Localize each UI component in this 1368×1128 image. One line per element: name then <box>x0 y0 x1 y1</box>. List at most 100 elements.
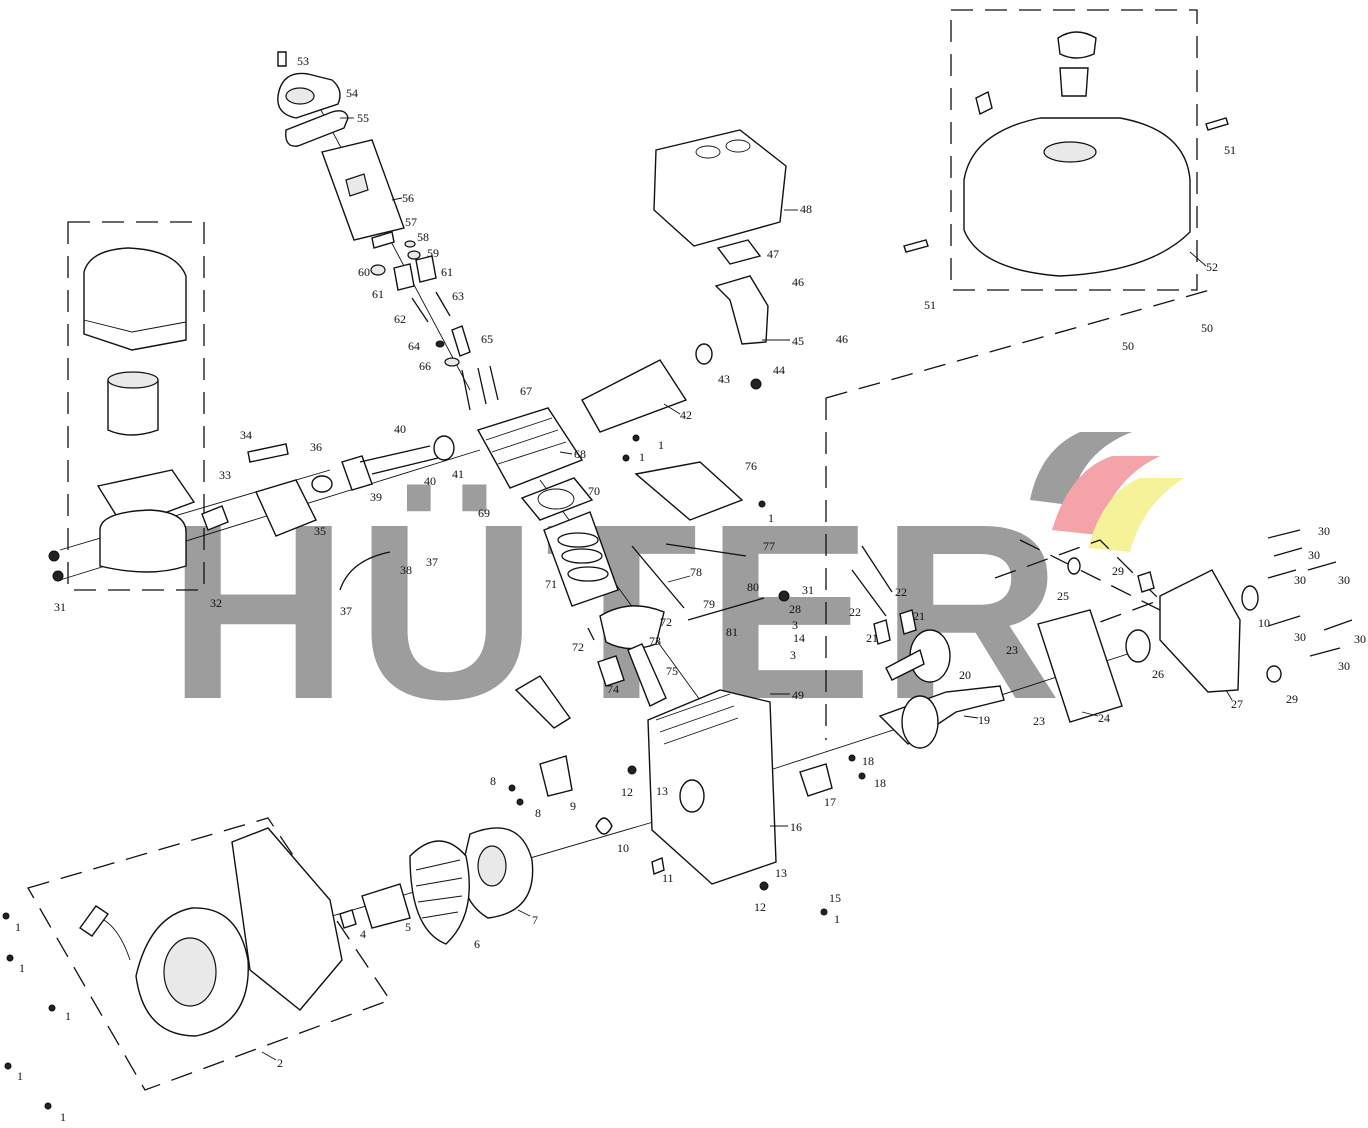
leader-2 <box>261 1051 277 1061</box>
label-2: 2 <box>277 1056 283 1070</box>
insulator <box>341 455 373 491</box>
label-8b: 8 <box>535 806 541 820</box>
label-73: 73 <box>649 634 661 648</box>
screw-1d <box>820 908 828 916</box>
valve-spring-left <box>393 263 415 291</box>
label-50b: 50 <box>1122 339 1134 353</box>
label-3a: 3 <box>792 618 798 632</box>
carburetor-gasket <box>201 505 229 531</box>
fuel-filter <box>1059 67 1089 97</box>
label-24: 24 <box>1098 711 1110 725</box>
fuel-cap <box>1057 31 1097 59</box>
label-46a: 46 <box>792 275 804 289</box>
label-19: 19 <box>978 713 990 727</box>
label-50a: 50 <box>1201 321 1213 335</box>
air-filter-group-box <box>67 221 205 591</box>
label-65: 65 <box>481 332 493 346</box>
cover-bolts <box>1267 529 1353 657</box>
ignition-coil <box>539 755 573 797</box>
heat-shield <box>581 359 688 433</box>
label-43: 43 <box>718 372 730 386</box>
muffler-cover <box>653 129 787 247</box>
rocker-arm <box>345 173 369 197</box>
intake-studs <box>359 445 439 475</box>
label-25: 25 <box>1057 589 1069 603</box>
muffler-bracket <box>714 275 769 345</box>
label-33: 33 <box>219 468 231 482</box>
fuel-tank <box>963 117 1191 277</box>
screw-1b <box>622 454 630 462</box>
label-5: 5 <box>405 920 411 934</box>
oil-fill-plug <box>1137 571 1155 593</box>
label-31b: 31 <box>802 583 814 597</box>
label-30a: 30 <box>1318 524 1330 538</box>
label-55: 55 <box>357 111 369 125</box>
label-30c: 30 <box>1294 573 1306 587</box>
screw-1h <box>4 1062 12 1070</box>
leader-56 <box>391 197 403 201</box>
engine-group-outline <box>825 289 1211 740</box>
fuel-line <box>339 551 391 591</box>
exhaust-valve <box>435 291 451 317</box>
label-71: 71 <box>545 577 557 591</box>
label-1d: 1 <box>834 912 840 926</box>
label-54: 54 <box>346 86 358 100</box>
label-75: 75 <box>666 664 678 678</box>
starter-rope <box>103 919 131 961</box>
label-68: 68 <box>574 447 586 461</box>
leader-68 <box>559 451 573 455</box>
label-37b: 37 <box>340 604 352 618</box>
label-47: 47 <box>767 247 779 261</box>
crankcase-cover <box>1159 569 1241 693</box>
label-10b: 10 <box>617 841 629 855</box>
valve-stem-cap <box>435 340 445 348</box>
label-38: 38 <box>400 563 412 577</box>
valve-seal <box>370 264 386 276</box>
label-78: 78 <box>690 565 702 579</box>
label-8a: 8 <box>490 774 496 788</box>
intake-port-ring <box>433 435 455 461</box>
oil-drain-plug <box>651 857 665 875</box>
governor-spring <box>665 543 747 557</box>
spark-plug <box>451 325 471 357</box>
muffler-gasket <box>716 239 762 265</box>
label-58: 58 <box>417 230 429 244</box>
air-filter-housing <box>99 509 187 573</box>
head-gasket-bore <box>537 488 575 510</box>
head-bolts <box>461 365 499 411</box>
label-1g: 1 <box>65 1009 71 1023</box>
piston <box>599 605 665 650</box>
label-17: 17 <box>824 795 836 809</box>
main-bearing <box>1125 629 1151 663</box>
valve-cover-bolt <box>277 51 287 67</box>
label-49: 49 <box>792 688 804 702</box>
recoil-starter-hub <box>163 937 217 1007</box>
label-76: 76 <box>745 459 757 473</box>
ignition-coil-lead <box>514 675 572 729</box>
label-59: 59 <box>427 246 439 260</box>
tank-bolt-51a <box>1205 117 1229 131</box>
breather-tube <box>247 443 289 463</box>
label-53: 53 <box>297 54 309 68</box>
breather-cap <box>444 357 460 367</box>
screw-1g <box>48 1004 56 1012</box>
valve-cover-boss <box>285 87 315 105</box>
label-1a: 1 <box>658 438 664 452</box>
label-22a: 22 <box>895 585 907 599</box>
label-23a: 23 <box>1006 643 1018 657</box>
leader-78 <box>667 575 691 583</box>
label-51a: 51 <box>1224 143 1236 157</box>
leader-19 <box>963 715 979 719</box>
logo-swoosh-pink <box>1052 456 1160 535</box>
label-6: 6 <box>474 937 480 951</box>
label-16: 16 <box>790 820 802 834</box>
label-32: 32 <box>210 596 222 610</box>
head-fins <box>485 417 567 465</box>
bolt-18b <box>858 772 866 780</box>
starter-cup <box>361 883 411 929</box>
tappet-left <box>873 619 891 645</box>
logo-swoosh-gray <box>1030 432 1132 505</box>
tank-bolt-51b <box>903 239 929 253</box>
label-41: 41 <box>452 467 464 481</box>
